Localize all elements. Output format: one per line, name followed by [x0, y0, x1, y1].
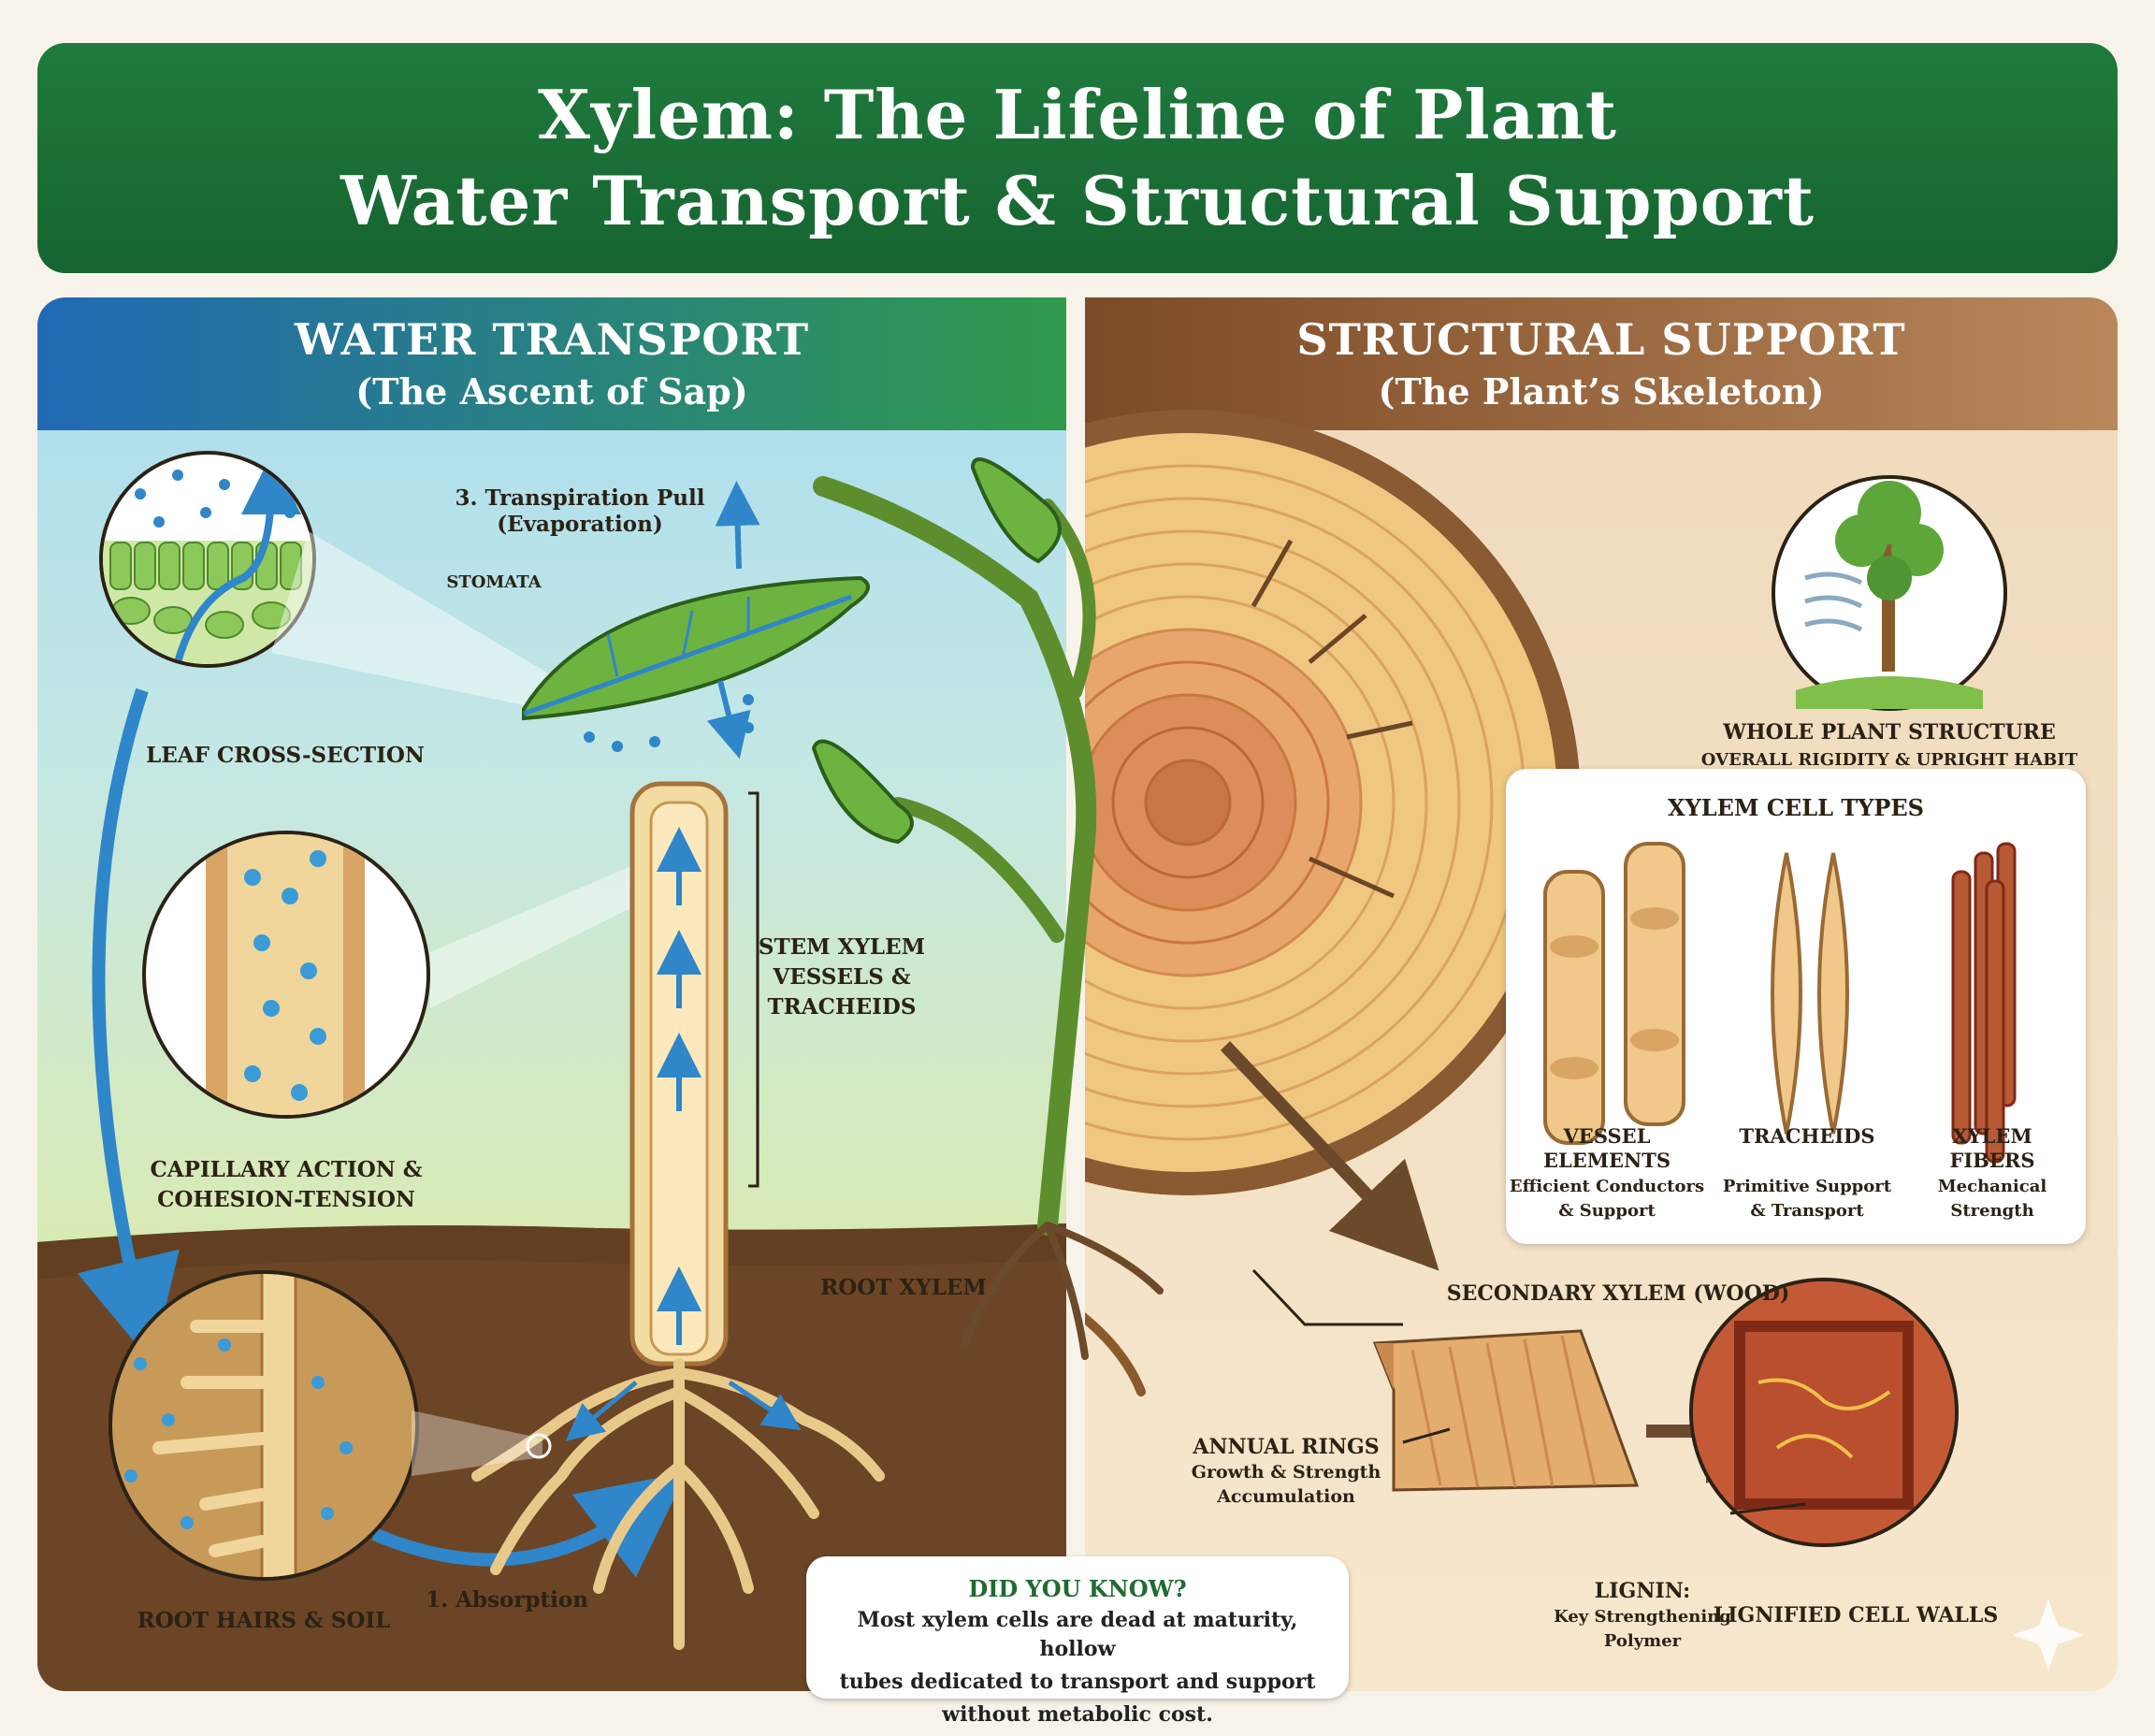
vessel-elements-icon	[1543, 842, 1685, 1145]
vessel-label-2: ELEMENTS	[1543, 1149, 1670, 1172]
did-you-know-line-3: without metabolic cost.	[942, 1702, 1213, 1727]
title-banner: Xylem: The Lifeline of Plant Water Trans…	[37, 43, 2118, 273]
vessel-label-4: & Support	[1558, 1201, 1656, 1221]
structural-support-header: STRUCTURAL SUPPORT (The Plant’s Skeleton…	[1085, 297, 2118, 430]
tracheids-label-1: TRACHEIDS	[1739, 1124, 1874, 1148]
water-transport-diagram: 3. Transpiration Pull (Evaporation) STOM…	[37, 451, 1066, 1691]
title-line-2: Water Transport & Structural Support	[340, 161, 1815, 240]
flow-arrow-icon	[77, 687, 180, 1364]
cell-types-title: XYLEM CELL TYPES	[1668, 794, 1924, 821]
evaporation-label: (Evaporation)	[497, 512, 662, 537]
vessel-label-3: Efficient Conductors	[1510, 1177, 1704, 1196]
title-line-1: Xylem: The Lifeline of Plant	[538, 75, 1617, 154]
capillary-label-2: COHESION-TENSION	[157, 1187, 415, 1212]
whole-plant-label: WHOLE PLANT STRUCTURE	[1722, 720, 2056, 745]
structural-support-diagram: WHOLE PLANT STRUCTURE OVERALL RIGIDITY &…	[1085, 410, 2084, 1671]
capillary-action-icon	[142, 831, 430, 1119]
whole-plant-icon	[1772, 475, 2007, 711]
did-you-know-line-1: Most xylem cells are dead at maturity, h…	[857, 1608, 1298, 1661]
root-hairs-icon	[108, 1270, 419, 1581]
did-you-know-box: DID YOU KNOW? Most xylem cells are dead …	[806, 1556, 1349, 1727]
fibers-label-3: Mechanical	[1938, 1177, 2047, 1196]
lignified-label: LIGNIFIED CELL WALLS	[1714, 1603, 1998, 1628]
tracheids-label-2: Primitive Support	[1723, 1177, 1892, 1196]
did-you-know-title: DID YOU KNOW?	[968, 1575, 1187, 1602]
stem-xylem-icon	[629, 781, 759, 1367]
root-xylem-label: ROOT XYLEM	[820, 1275, 987, 1300]
leaf-cross-section-label: LEAF CROSS-SECTION	[146, 743, 425, 768]
lignin-sublabel-2: Polymer	[1604, 1631, 1682, 1651]
tracheids-icon	[1771, 852, 1849, 1135]
did-you-know-line-2: tubes dedicated to transport and support	[839, 1670, 1316, 1694]
sparkle-icon	[2013, 1599, 2084, 1671]
annual-rings-wedge-icon	[1372, 1329, 1640, 1492]
cell-types-diagram: XYLEM CELL TYPES VESSEL ELEMENTS	[1510, 794, 2047, 1221]
stem-xylem-label-2: VESSELS &	[772, 964, 910, 990]
water-transport-panel: WATER TRANSPORT (The Ascent of Sap)	[37, 297, 1066, 1691]
stem-xylem-label-3: TRACHEIDS	[768, 994, 917, 1020]
leaf-icon	[522, 481, 870, 760]
xylem-cell-types-card: XYLEM CELL TYPES VESSEL ELEMENTS	[1506, 769, 2086, 1244]
tracheids-label-3: & Transport	[1750, 1201, 1864, 1221]
annual-rings-sublabel-2: Accumulation	[1216, 1486, 1355, 1507]
tree-cross-section-icon	[1085, 410, 1581, 1195]
fibers-label-4: Strength	[1950, 1201, 2033, 1221]
absorption-arrow-icon	[371, 1471, 687, 1578]
water-transport-heading: WATER TRANSPORT	[294, 314, 810, 365]
structural-support-subheading: (The Plant’s Skeleton)	[1378, 370, 1825, 412]
vessel-label-1: VESSEL	[1563, 1124, 1651, 1148]
lignin-sublabel-1: Key Strengthening	[1554, 1607, 1731, 1627]
whole-plant-sublabel: OVERALL RIGIDITY & UPRIGHT HABIT	[1701, 750, 2078, 770]
annual-rings-sublabel-1: Growth & Strength	[1192, 1462, 1381, 1483]
lignified-cell-walls-icon	[1689, 1278, 1959, 1547]
fibers-label-2: FIBERS	[1949, 1149, 2034, 1172]
capillary-label-1: CAPILLARY ACTION &	[150, 1157, 422, 1182]
absorption-label: 1. Absorption	[426, 1587, 588, 1613]
water-transport-subheading: (The Ascent of Sap)	[355, 370, 748, 412]
root-hairs-label: ROOT HAIRS & SOIL	[137, 1608, 391, 1633]
structural-support-heading: STRUCTURAL SUPPORT	[1296, 314, 1906, 365]
water-transport-header: WATER TRANSPORT (The Ascent of Sap)	[37, 297, 1066, 430]
wood-arrow-icon	[1220, 1041, 1439, 1271]
stem-xylem-label-1: STEM XYLEM	[759, 934, 925, 960]
lignin-label: LIGNIN:	[1595, 1579, 1690, 1603]
fibers-label-1: XYLEM	[1952, 1124, 2032, 1148]
annual-rings-label: ANNUAL RINGS	[1192, 1435, 1379, 1459]
secondary-xylem-label: SECONDARY XYLEM (WOOD)	[1447, 1281, 1790, 1306]
root-xylem-icon	[471, 1358, 885, 1650]
transpiration-label: 3. Transpiration Pull	[456, 485, 705, 511]
xylem-fibers-icon	[1951, 842, 2017, 1164]
stomata-label: STOMATA	[446, 572, 542, 592]
